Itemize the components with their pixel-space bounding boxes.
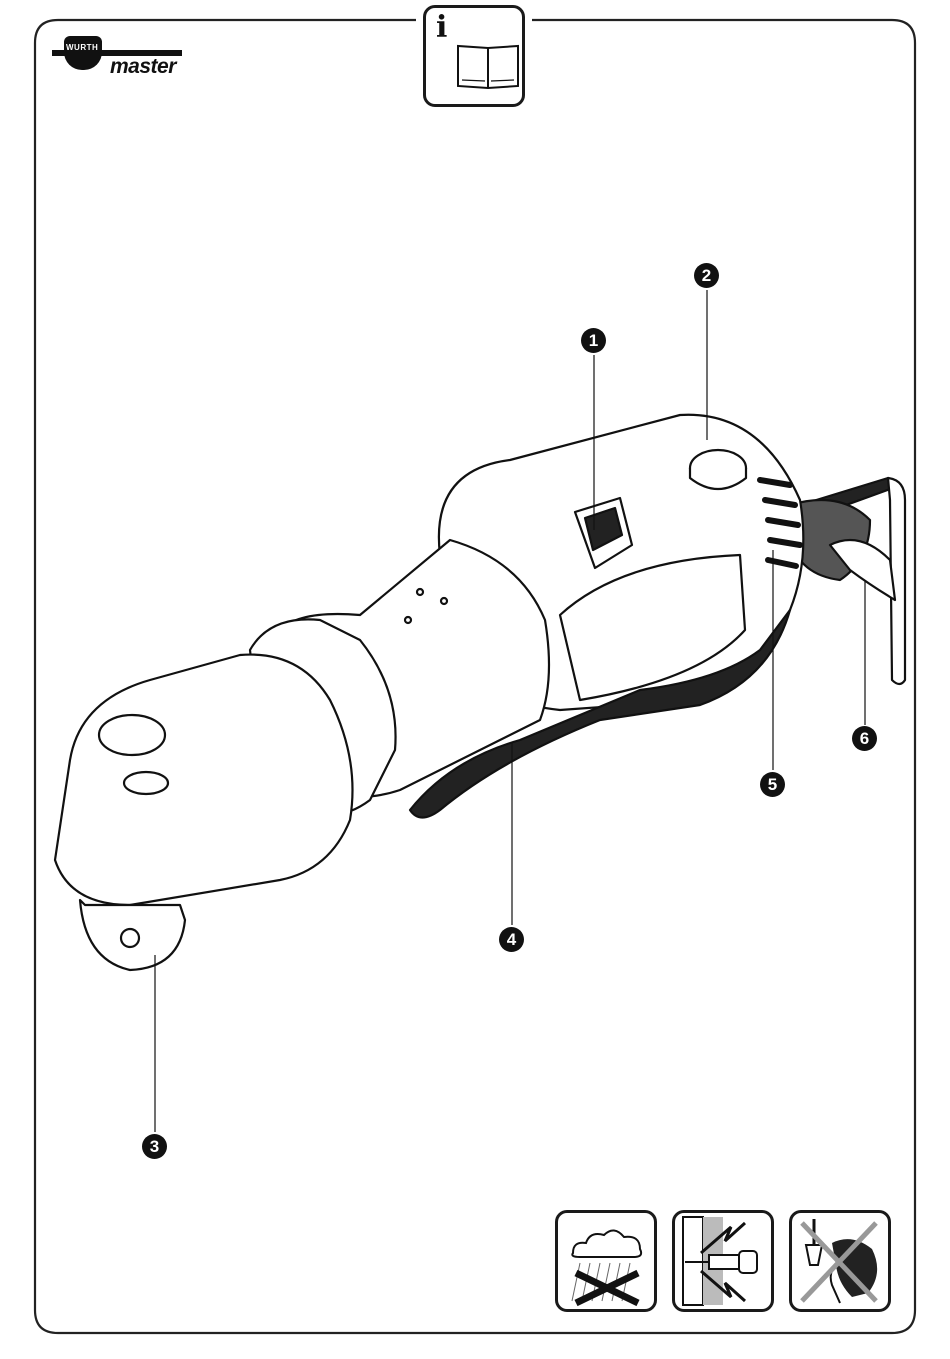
- hidden-cables-warning-icon: [675, 1213, 771, 1309]
- callout-2: 2: [694, 263, 719, 288]
- callout-1: 1: [581, 328, 606, 353]
- no-rain-warning: [555, 1210, 657, 1312]
- callout-6: 6: [852, 726, 877, 751]
- no-hair-entanglement-warning: [789, 1210, 891, 1312]
- callout-3: 3: [142, 1134, 167, 1159]
- callout-5: 5: [760, 772, 785, 797]
- no-rain-icon: [558, 1213, 654, 1309]
- no-hair-entanglement-icon: [792, 1213, 888, 1309]
- hidden-cables-warning: [672, 1210, 774, 1312]
- callout-4: 4: [499, 927, 524, 952]
